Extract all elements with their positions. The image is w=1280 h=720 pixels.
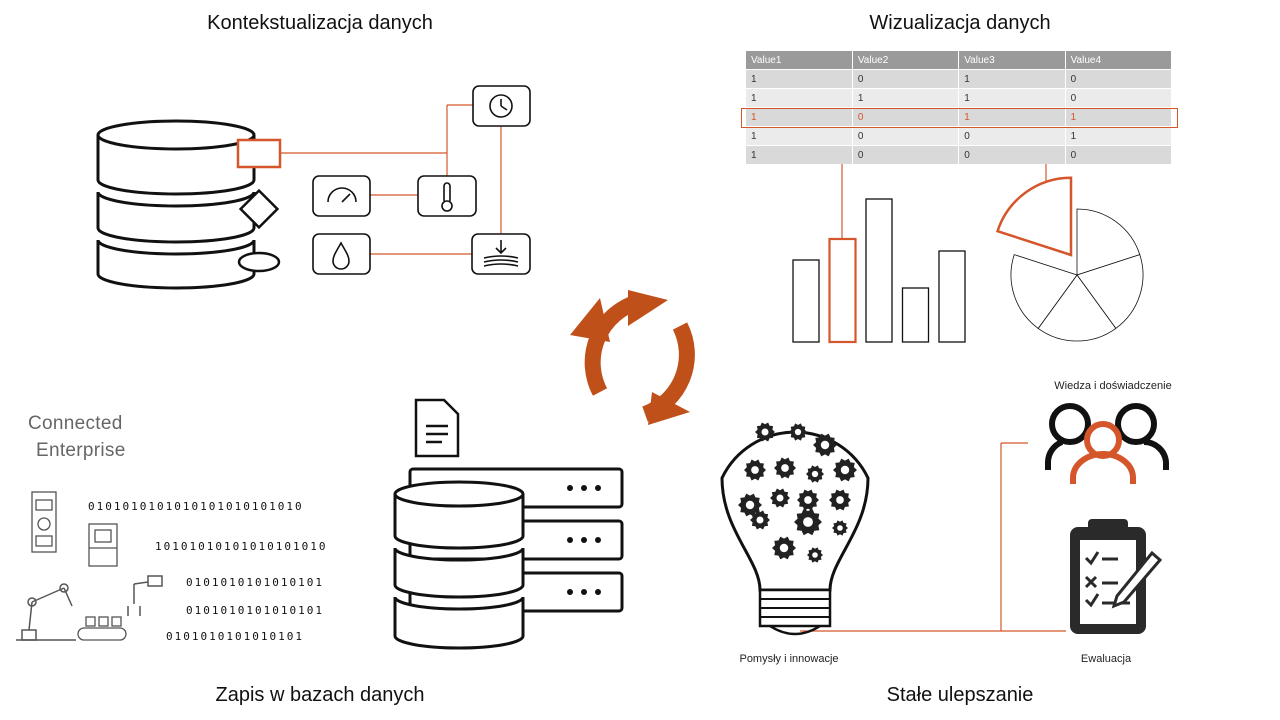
ideas-caption: Pomysły i innowacje — [739, 653, 839, 665]
context-square-shape — [236, 138, 282, 169]
machine-icon — [88, 523, 118, 567]
improvement-title: Stałe ulepszanie — [886, 684, 1034, 706]
visualization-title: Wizualizacja danych — [869, 12, 1051, 34]
table-cell: 1 — [1065, 126, 1173, 146]
connected-enterprise-label: Connected Enterprise — [28, 413, 126, 461]
table-cell: 1 — [958, 88, 1066, 108]
table-header-cell: Value4 — [1065, 51, 1173, 70]
gear-hub — [776, 494, 784, 502]
table-cell: 0 — [852, 126, 960, 146]
gauge-icon — [312, 175, 371, 217]
gear-hub — [751, 466, 759, 474]
pie-slice — [1076, 254, 1144, 329]
table-cell: 1 — [852, 88, 960, 108]
gear-hub — [745, 500, 755, 510]
gear-hub — [781, 464, 789, 472]
gear-hub — [812, 552, 818, 558]
table-cell: 1 — [958, 69, 1066, 89]
table-cell: 0 — [958, 126, 1066, 146]
robot-arm-icon — [16, 583, 76, 641]
pie-slice-highlighted — [995, 176, 1073, 257]
table-row: 1 1 1 0 — [746, 88, 1173, 108]
binary-stream: 0101010101010101 — [186, 604, 324, 617]
highlight-row-frame — [741, 108, 1178, 128]
gear-hub — [840, 465, 850, 475]
value-table: Value1 Value2 Value3 Value4 1 0 1 0 1 1 … — [746, 51, 1173, 164]
table-cell: 0 — [1065, 145, 1173, 164]
gear-hub — [756, 516, 764, 524]
bar — [865, 198, 893, 343]
gear-hub — [794, 428, 802, 436]
table-row-highlighted: 1 0 1 1 — [746, 107, 1173, 127]
pie-chart — [995, 176, 1144, 342]
cycle-arrowheads — [570, 290, 690, 425]
gear-hub — [761, 428, 769, 436]
evaluation-caption: Ewaluacja — [1080, 653, 1132, 665]
gear-hub — [811, 470, 819, 478]
bar-highlighted — [828, 237, 857, 344]
table-row: 1 0 0 1 — [746, 126, 1173, 146]
pressure-icon — [471, 233, 531, 275]
bar — [792, 259, 820, 343]
table-header-cell: Value3 — [958, 51, 1066, 70]
table-cell: 0 — [958, 145, 1066, 164]
storage-title: Zapis w bazach danych — [215, 684, 425, 706]
document-icon — [414, 398, 460, 458]
binary-stream: 0101010101010101 — [166, 630, 304, 643]
conveyor-icon — [77, 616, 127, 641]
clipboard-checklist-icon — [1070, 519, 1163, 634]
binary-stream: 0101010101010101010101010 — [88, 500, 304, 513]
table-row: 1 0 1 0 — [746, 69, 1173, 89]
table-cell: 1 — [746, 88, 853, 108]
gear-hub — [820, 440, 830, 450]
lightbulb-gears-icon — [720, 422, 870, 636]
table-row: 1 0 0 0 — [746, 145, 1173, 164]
table-cell: 0 — [852, 69, 960, 89]
binary-stream: 10101010101010101010 — [155, 540, 328, 553]
table-cell: 1 — [746, 126, 853, 146]
table-header-row: Value1 Value2 Value3 Value4 — [746, 51, 1173, 70]
gear-hub — [779, 543, 789, 553]
context-title: Kontekstualizacja danych — [207, 12, 433, 34]
context-diamond-shape — [238, 188, 280, 230]
machine-icon — [31, 491, 57, 553]
server-leds — [567, 485, 601, 595]
pie-slice — [1076, 208, 1141, 276]
pie-slice — [1037, 274, 1117, 342]
pie-slice — [1010, 254, 1078, 329]
cycle-arrows-icon — [584, 294, 695, 422]
context-ellipse-shape — [237, 251, 281, 273]
database-icon — [393, 480, 525, 650]
gear-hub — [803, 517, 813, 527]
bar — [901, 287, 930, 343]
bar — [938, 250, 966, 343]
bar-chart — [792, 198, 966, 344]
table-cell: 0 — [852, 107, 960, 127]
table-cell: 0 — [852, 145, 960, 164]
gear-hub — [837, 525, 843, 531]
gear-hub — [836, 496, 844, 504]
clock-icon — [472, 85, 531, 127]
table-cell: 1 — [746, 107, 853, 127]
context-connectors — [280, 104, 502, 255]
table-cell: 0 — [1065, 69, 1173, 89]
table-cell: 1 — [746, 145, 853, 164]
table-cell: 1 — [1065, 107, 1173, 127]
humidity-icon — [312, 233, 371, 275]
knowledge-caption: Wiedza i doświadczenie — [1054, 380, 1172, 392]
table-header-cell: Value1 — [746, 51, 853, 70]
table-cell: 0 — [1065, 88, 1173, 108]
thermometer-icon — [417, 175, 477, 217]
database-icon — [96, 119, 256, 290]
gear-hub — [804, 496, 812, 504]
people-icon — [1045, 403, 1169, 484]
robot-arm-icon — [127, 575, 163, 616]
table-cell: 1 — [746, 69, 853, 89]
improvement-connectors — [800, 442, 1066, 632]
table-header-cell: Value2 — [852, 51, 960, 70]
binary-stream: 0101010101010101 — [186, 576, 324, 589]
